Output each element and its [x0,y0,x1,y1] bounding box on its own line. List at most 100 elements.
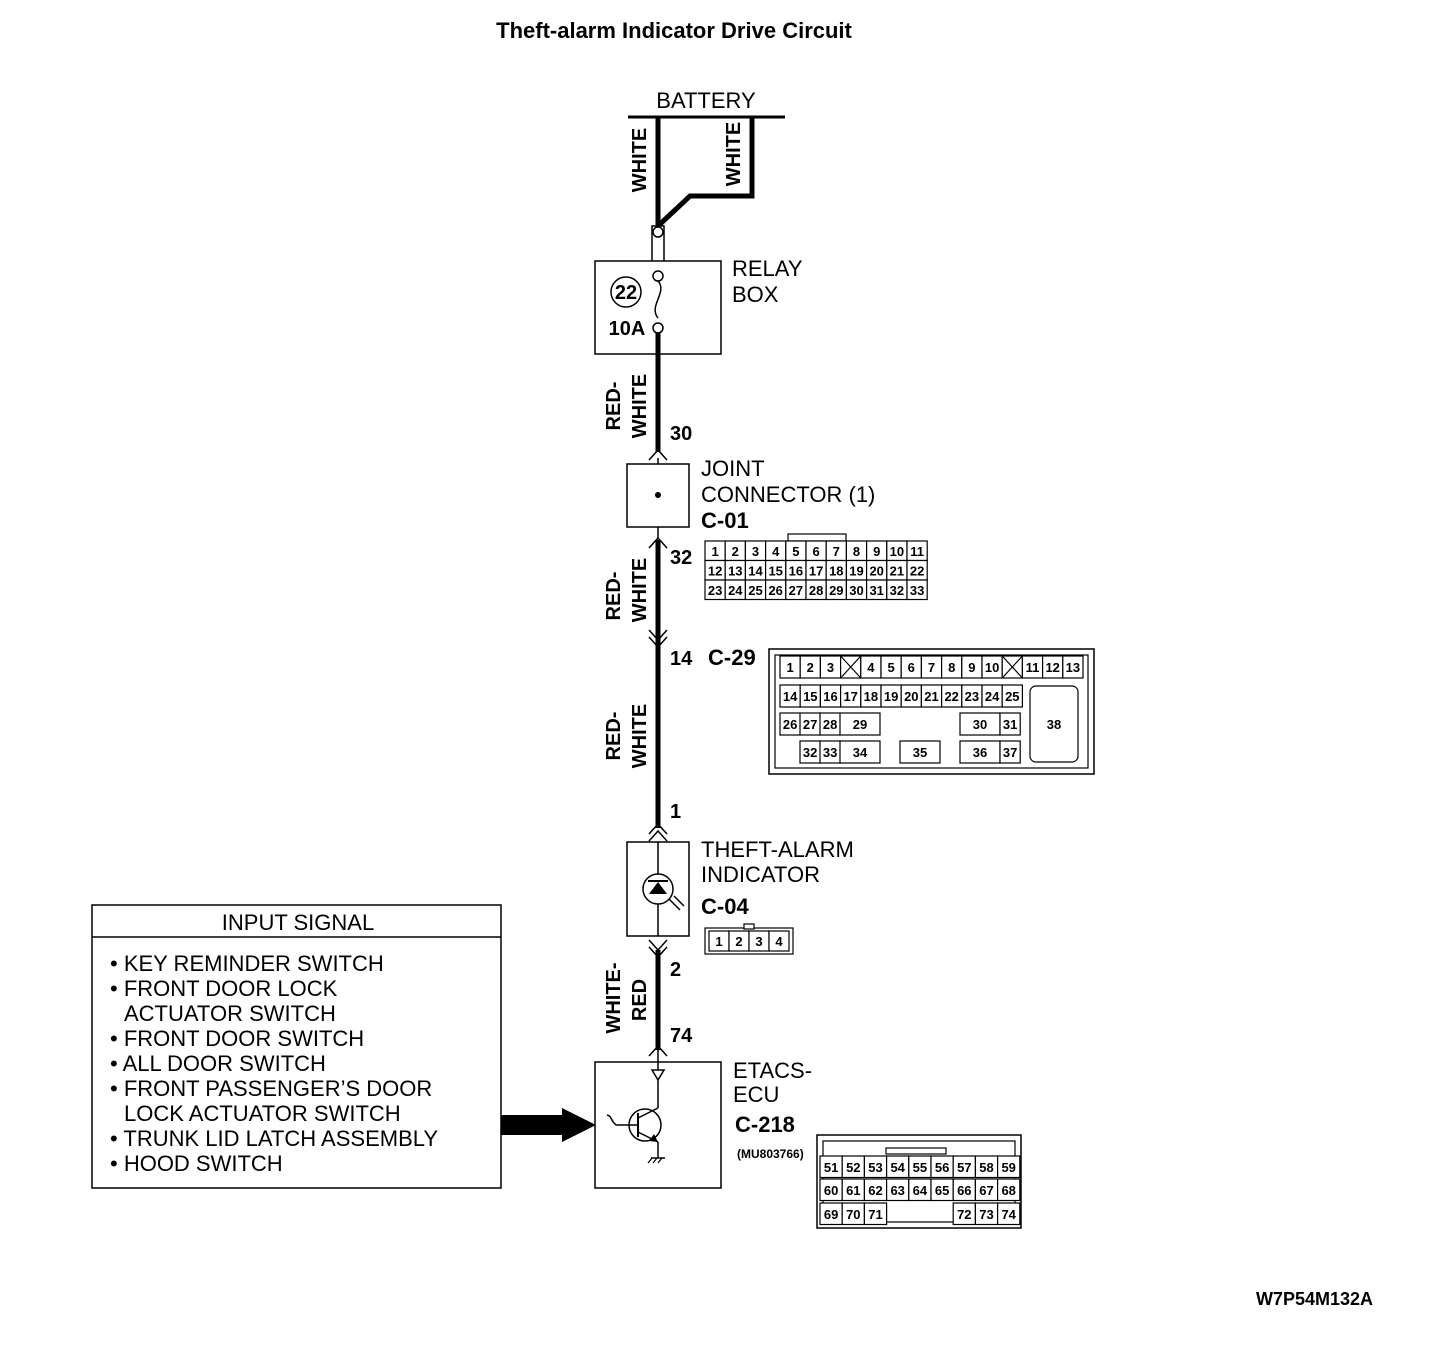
connector-pin: 4 [764,540,787,562]
connector-pin: 66 [952,1178,977,1202]
connector-pin-label: 12 [1045,660,1059,675]
connector-pin-label: 58 [979,1160,993,1175]
connector-pin: 2 [728,930,750,952]
connector-pin-label: 13 [728,563,742,578]
connector-pin-label: 13 [1066,660,1080,675]
pin-74: 74 [670,1025,693,1047]
connector-pin: 51 [819,1155,843,1179]
connector-pin-label: 5 [792,544,799,559]
connector-pin: 10 [886,540,908,562]
connector-pin-label: 10 [890,544,904,559]
connector-pin-label: 64 [913,1183,928,1198]
connector-pin: 31 [999,712,1021,736]
connector-pin-label: 52 [846,1160,860,1175]
connector-pin: 15 [799,684,822,708]
connector-pin-label: 72 [957,1207,971,1222]
connector-pin: 31 [865,579,888,601]
connector-pin: 13 [724,559,747,581]
connector-pin-label: 8 [853,544,860,559]
connector-pin-label: 1 [711,544,718,559]
connector-pin: 24 [724,579,747,601]
pin-2: 2 [670,959,681,981]
connector-pin-label: 32 [890,583,904,598]
connector-pin-label: 57 [957,1160,971,1175]
connector-pin-label: 27 [789,583,803,598]
connector-pin: 2 [799,655,822,679]
blocked-cavity [839,655,862,679]
fuse-number: 22 [615,282,637,304]
theft-alarm-indicator: THEFT-ALARM INDICATOR C-04 [626,837,854,959]
connector-pin-label: 3 [752,544,759,559]
connector-pin-label: 14 [748,563,763,578]
connector-pin: 1 [779,655,801,679]
connector-pin-label: 36 [973,745,987,760]
connector-pin: 7 [825,540,848,562]
connector-pin: 61 [841,1178,866,1202]
connector-pin: 38 [1029,685,1079,763]
connector-pin-label: 67 [979,1183,993,1198]
connector-pin-label: 20 [869,563,883,578]
connector-pin: 1 [708,930,730,952]
connector-pin: 28 [819,712,841,736]
connector-pin-label: 24 [985,689,1000,704]
connector-pin: 55 [908,1155,932,1179]
connector-pin-label: 56 [935,1160,949,1175]
connector-pin-label: 1 [786,660,793,675]
connector-pin-label: 35 [913,745,927,760]
connector-pin: 27 [785,579,807,601]
connector-pin: 3 [819,655,842,679]
connector-arrow [648,448,668,461]
connector-arrow [648,829,668,842]
connector-pin: 12 [704,559,726,581]
connector-pin-label: 7 [928,660,935,675]
connector-pin-label: 30 [849,583,863,598]
connector-pin: 18 [860,684,882,708]
connector-pin: 3 [744,540,767,562]
connector-pin-label: 3 [755,934,762,949]
connector-pin-label: 26 [768,583,782,598]
ecu-label-line1: ETACS- [733,1058,812,1083]
connector-arrow [648,536,668,549]
connector-pin-label: 38 [1047,717,1061,732]
connector-pin-label: 9 [968,660,975,675]
connector-pin-label: 71 [868,1207,882,1222]
connector-pin-label: 17 [809,563,823,578]
connector-pin: 25 [744,579,767,601]
battery-wires: WHITE WHITE [629,117,755,228]
connector-pin: 15 [764,559,787,581]
input-signal-item: • FRONT DOOR SWITCH [110,1026,364,1051]
connector-pin-label: 23 [708,583,722,598]
connector-pin-label: 62 [868,1183,882,1198]
wire-c29-to-indicator: RED- WHITE 1 [603,652,681,842]
connector-pin: 64 [908,1178,932,1202]
ecu-terminal-marker [650,1069,666,1082]
connector-pin-label: 25 [748,583,762,598]
figure-id: W7P54M132A [1256,1289,1373,1309]
connector-pin-label: 63 [890,1183,904,1198]
fuse-rating: 10A [609,318,646,340]
indicator-label-line2: INDICATOR [701,862,820,887]
connector-pin: 11 [1021,655,1044,679]
connector-pin-label: 11 [1026,660,1040,675]
connector-pin-label: 65 [935,1183,949,1198]
ecu-label-line2: ECU [733,1082,779,1107]
c29-connector-code: C-29 [708,645,756,670]
connector-pin: 29 [825,579,848,601]
connector-pin: 72 [952,1202,977,1226]
connector-pin: 73 [974,1202,999,1226]
connector-pin-label: 15 [768,563,782,578]
connector-pin-label: 32 [803,745,817,760]
pin-32: 32 [670,547,692,569]
connector-pin: 8 [845,540,868,562]
connector-pin-label: 2 [807,660,814,675]
connector-pin: 33 [819,740,841,764]
connector-pin: 69 [819,1202,843,1226]
connector-pin-label: 2 [735,934,742,949]
wire-color-line2: WHITE [629,558,651,622]
connector-pin: 33 [906,579,928,601]
connector-pin-label: 8 [948,660,955,675]
connector-pin: 14 [744,559,767,581]
connector-pin: 8 [940,655,963,679]
connector-pin-label: 6 [908,660,915,675]
